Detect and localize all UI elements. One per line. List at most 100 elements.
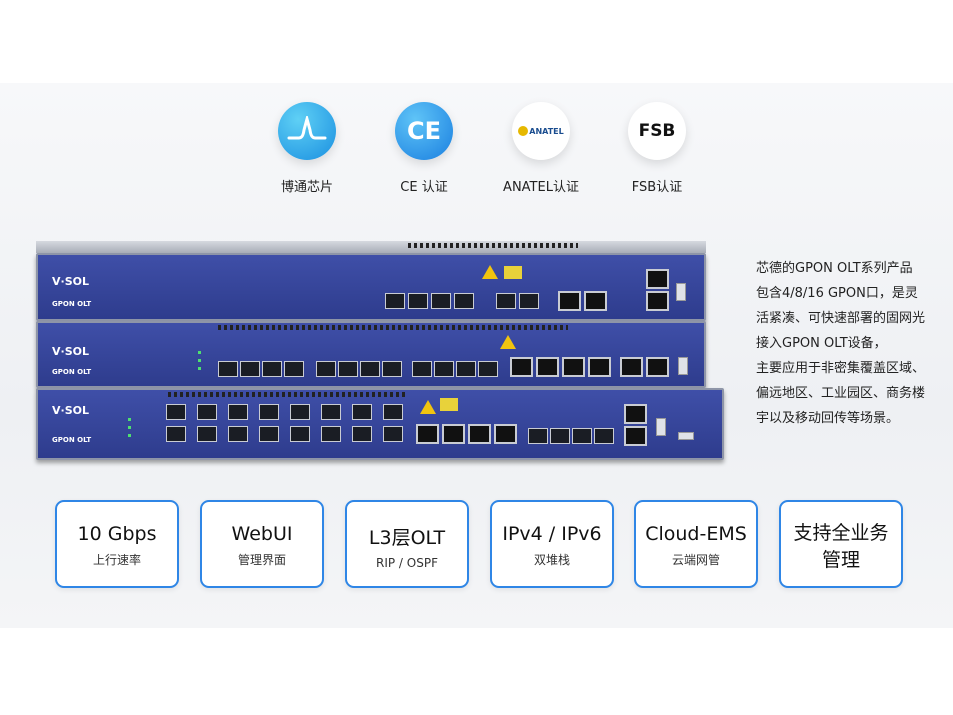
sfp-port [338, 361, 358, 377]
anatel-icon: ANATEL [512, 102, 570, 160]
feature-title: IPv4 / IPv6 [502, 523, 602, 545]
console-port [624, 404, 647, 424]
sfp-port [321, 426, 341, 442]
model-label: GPON OLT [52, 368, 92, 376]
anatel-mark: ANATEL [529, 126, 564, 136]
ethernet-port [646, 291, 669, 311]
warning-icon [500, 335, 516, 349]
sfp-port [360, 361, 380, 377]
fsb-mark: FSB [638, 121, 676, 141]
description-line: 偏远地区、工业园区、商务楼 [756, 386, 926, 401]
sfp-port [259, 404, 279, 420]
cert-label: ANATEL认证 [503, 180, 579, 195]
sfp-port [166, 426, 186, 442]
cert-label: 博通芯片 [280, 180, 333, 195]
description-line: 芯德的GPON OLT系列产品 [756, 261, 913, 276]
feature-card-webui: WebUI 管理界面 [200, 500, 324, 588]
sfp-port [594, 428, 614, 444]
sfp-port [382, 361, 402, 377]
sfp-port [456, 361, 476, 377]
sfp-port [550, 428, 570, 444]
laser-sticker [440, 398, 458, 411]
status-led [198, 351, 201, 354]
ethernet-port [510, 357, 533, 377]
usb-c-port [678, 432, 694, 440]
feature-title: 支持全业务 管理 [793, 522, 889, 571]
sfp-port [240, 361, 260, 377]
device-top-cover [36, 241, 706, 253]
sfp-port [259, 426, 279, 442]
description-line: 接入GPON OLT设备， [756, 336, 887, 351]
ethernet-port [584, 291, 607, 311]
feature-title: WebUI [231, 523, 293, 545]
sfp-port [262, 361, 282, 377]
status-led [128, 418, 131, 421]
product-description: 芯德的GPON OLT系列产品 包含4/8/16 GPON口，是灵 活紧凑、可快… [756, 256, 941, 431]
olt-device-1: V·SOL GPON OLT [36, 241, 706, 321]
console-port [646, 357, 669, 377]
status-led [128, 434, 131, 437]
waveform-icon [278, 102, 336, 160]
sfp-port [352, 404, 372, 420]
usb-port [678, 357, 688, 375]
feature-subtitle: 上行速率 [92, 553, 141, 567]
feature-card-uplink: 10 Gbps 上行速率 [55, 500, 179, 588]
sfp-port [519, 293, 539, 309]
sfp-port [352, 426, 372, 442]
vent [408, 243, 578, 248]
feature-subtitle: 云端网管 [671, 553, 720, 567]
ethernet-port [468, 424, 491, 444]
vent [218, 325, 568, 330]
ce-mark: CE [406, 117, 441, 145]
ethernet-port [494, 424, 517, 444]
feature-title: Cloud-EMS [645, 523, 747, 545]
ethernet-port [620, 357, 643, 377]
olt-device-3: V·SOL GPON OLT [36, 388, 724, 460]
description-line: 包含4/8/16 GPON口，是灵 [756, 286, 918, 301]
sfp-port [434, 361, 454, 377]
vent [168, 392, 408, 397]
feature-subtitle: 管理界面 [237, 553, 286, 567]
cert-label: CE 认证 [400, 180, 448, 195]
sfp-port [572, 428, 592, 444]
sfp-port [454, 293, 474, 309]
sfp-port [412, 361, 432, 377]
description-line: 宇以及移动回传等场景。 [756, 411, 900, 426]
console-port [646, 269, 669, 289]
sfp-port [383, 404, 403, 420]
model-label: GPON OLT [52, 436, 92, 444]
sfp-port [218, 361, 238, 377]
laser-sticker [504, 266, 522, 279]
brand-logo: V·SOL [52, 275, 89, 288]
feature-card-ip: IPv4 / IPv6 双堆栈 [490, 500, 614, 588]
sfp-port [496, 293, 516, 309]
sfp-port [290, 404, 310, 420]
warning-icon [482, 265, 498, 279]
ce-icon: CE [395, 102, 453, 160]
brand-logo: V·SOL [52, 404, 89, 417]
status-led [198, 359, 201, 362]
sfp-port [408, 293, 428, 309]
sfp-port [197, 426, 217, 442]
cert-fsb: FSB FSB认证 [597, 102, 717, 195]
ethernet-port [588, 357, 611, 377]
model-label: GPON OLT [52, 300, 92, 308]
sfp-port [228, 404, 248, 420]
sfp-port [290, 426, 310, 442]
warning-icon [420, 400, 436, 414]
fsb-icon: FSB [628, 102, 686, 160]
feature-title: L3层OLT [368, 527, 446, 549]
usb-port [656, 418, 666, 436]
ethernet-port [624, 426, 647, 446]
ethernet-port [558, 291, 581, 311]
feature-card-cloud: Cloud-EMS 云端网管 [634, 500, 758, 588]
feature-subtitle: 双堆栈 [533, 553, 570, 567]
sfp-port [228, 426, 248, 442]
ethernet-port [416, 424, 439, 444]
sfp-port [316, 361, 336, 377]
status-led [128, 426, 131, 429]
feature-card-service: 支持全业务 管理 [779, 500, 903, 588]
sfp-port [528, 428, 548, 444]
feature-title: 10 Gbps [77, 523, 157, 545]
sfp-port [197, 404, 217, 420]
